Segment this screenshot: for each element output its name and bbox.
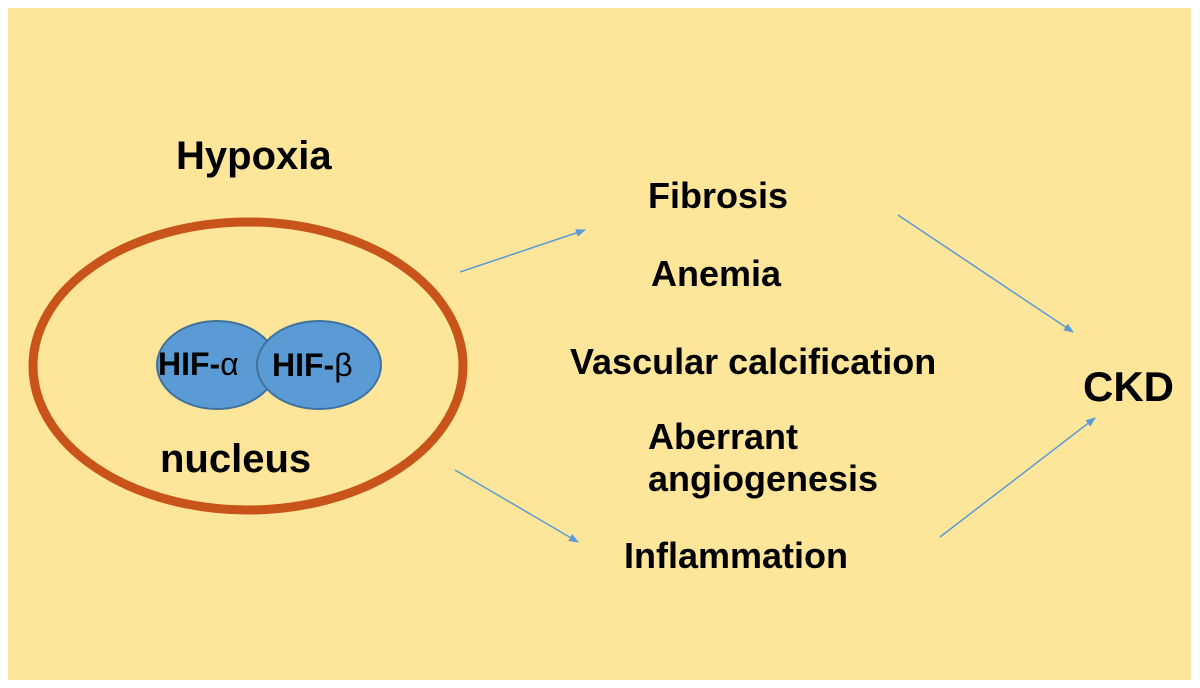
arrow-to-inflammation	[454, 469, 579, 543]
ckd-label: CKD	[1083, 363, 1174, 410]
hif-beta-prefix: HIF-	[272, 347, 335, 383]
hif-beta-ellipse	[256, 320, 382, 410]
hif-beta-label: HIF-β	[272, 347, 353, 383]
hif-alpha-label: HIF-α	[158, 346, 239, 382]
arrow-to-fibrosis	[459, 229, 586, 273]
hif-beta-symbol: β	[334, 347, 353, 383]
hif-alpha-prefix: HIF-	[158, 346, 221, 382]
arrow-fibrosis-to-ckd	[897, 214, 1074, 333]
fibrosis-label: Fibrosis	[648, 175, 789, 216]
arrow-inflammation-to-ckd	[939, 417, 1096, 538]
vascular-calcification-label: Vascular calcification	[570, 341, 937, 382]
angiogenesis-line: angiogenesis	[648, 458, 879, 499]
aberrant-angiogenesis-label: Aberrant angiogenesis	[648, 416, 948, 500]
hif-alpha-symbol: α	[220, 346, 239, 382]
anemia-label: Anemia	[651, 253, 782, 294]
inflammation-label: Inflammation	[624, 535, 849, 576]
nucleus-label: nucleus	[160, 437, 312, 481]
aberrant-line: Aberrant	[648, 416, 799, 457]
nucleus-ellipse	[28, 217, 468, 515]
hypoxia-label: Hypoxia	[176, 134, 332, 178]
